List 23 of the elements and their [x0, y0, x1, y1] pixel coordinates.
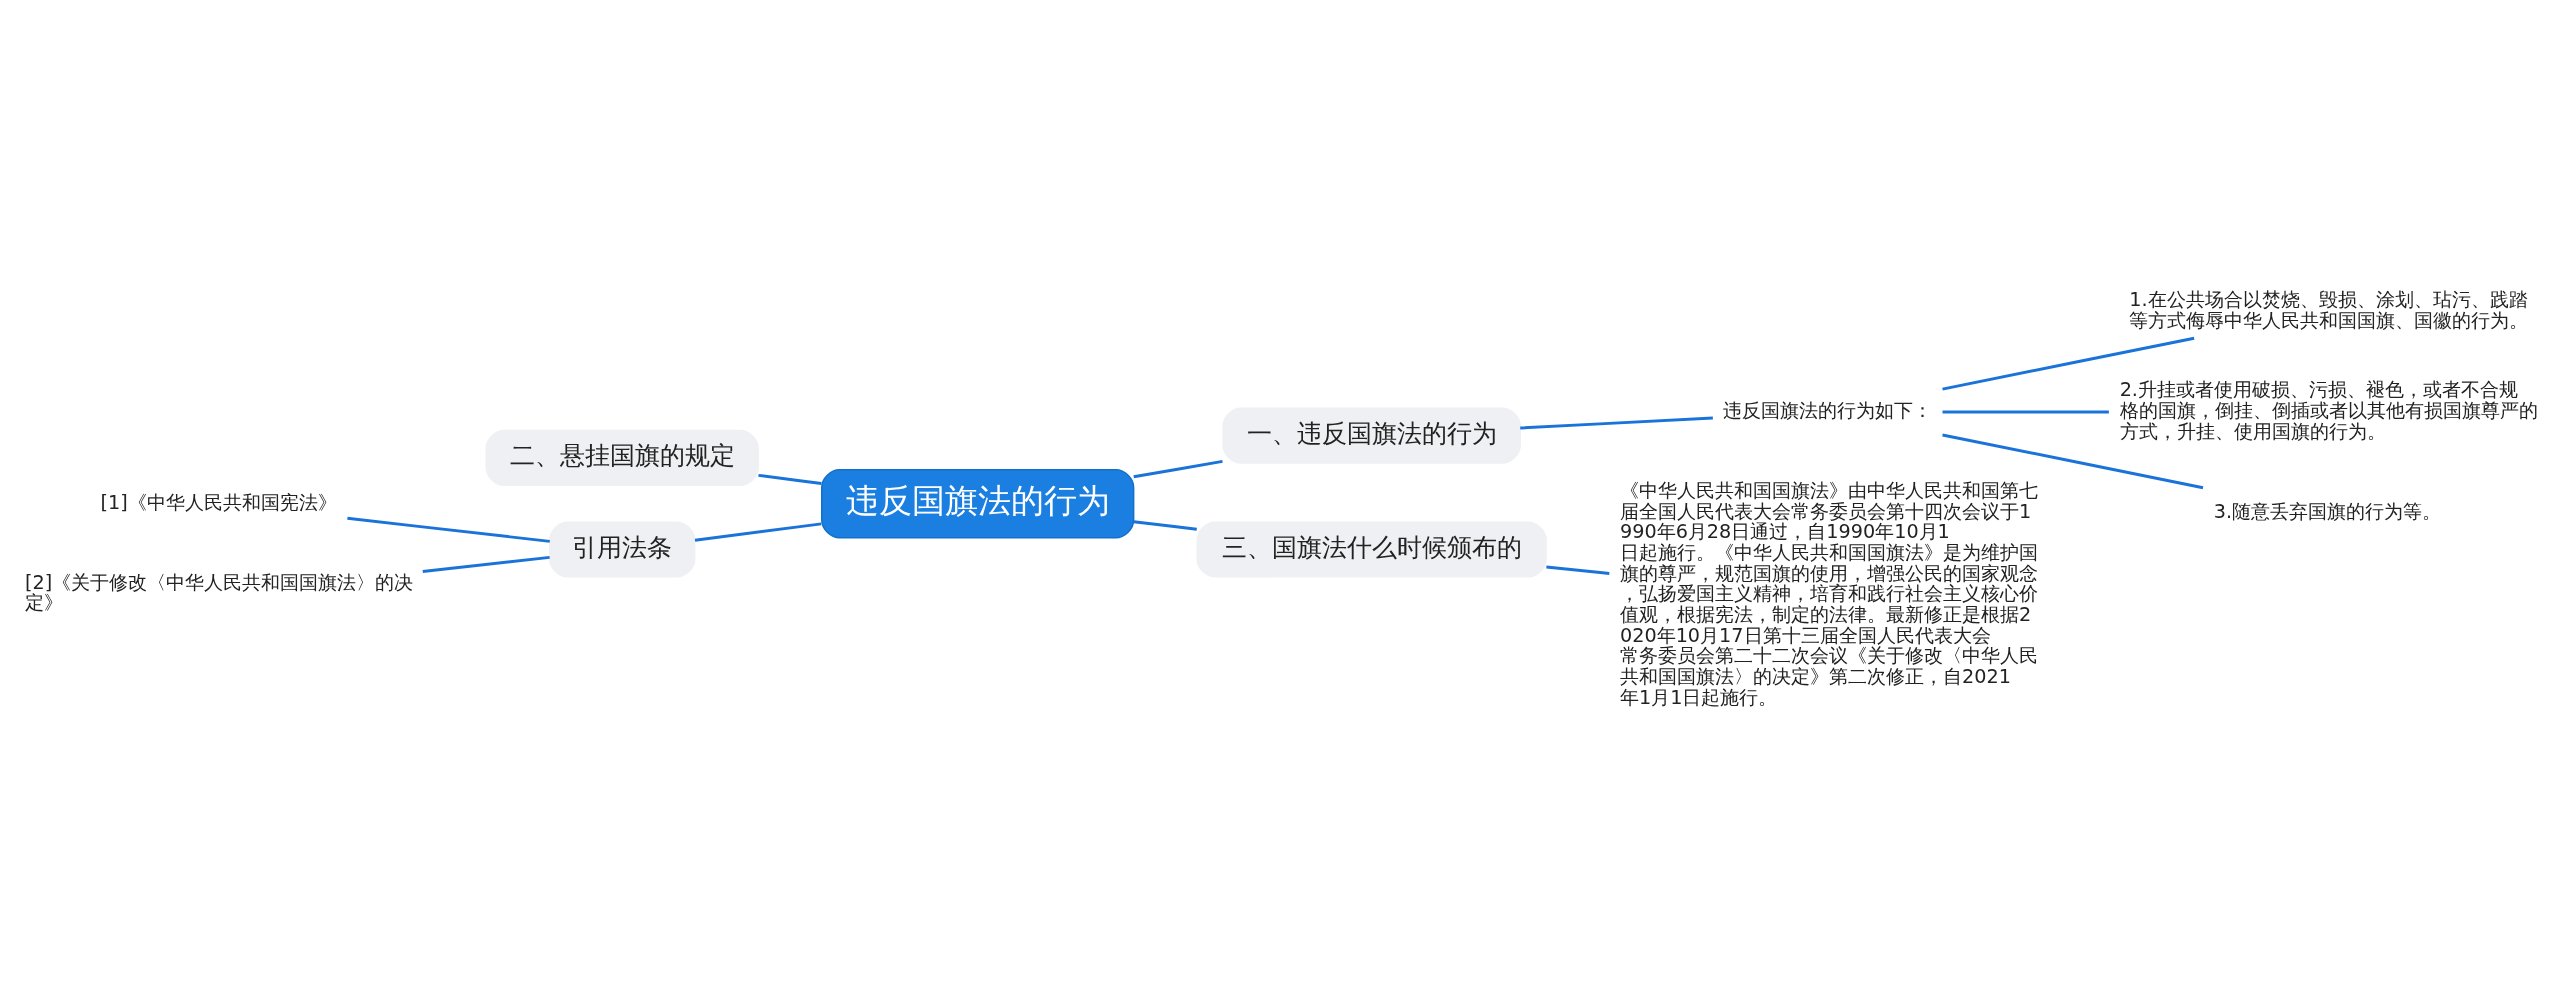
connector — [694, 522, 822, 542]
node-text: 1.在公共场合以焚烧、毁损、涂划、玷污、践踏等方式侮辱中华人民共和国国旗、国徽的行为。 — [2129, 288, 2529, 332]
node-text: 《中华人民共和国国旗法》由中华人民共和国第七届全国人民代表大会常务委员会第十四次会议于1990年6月28日通过，自1990年10月1日起施行。《中华人民共和国国旗法》是为维护国旗的尊严，规范国旗的使用，增强公民的国家观念，弘扬爱国主义精神，培育和践行社会主义核心价值观，根据宪法，制定的法律。最新修正是根据2020年10月17日第十三届全国人民代表大会常务委员会第二十二次会议《关于修改〈中华人民共和国国旗法〉的决定》第二次修正，自2021年1月1日起施行。 — [1620, 478, 2038, 709]
node-box: 引用法条 — [549, 521, 696, 578]
node-text: [1]《中华人民共和国宪法》 — [100, 490, 337, 514]
connector — [347, 516, 550, 543]
connector — [1520, 416, 1713, 430]
connector — [1942, 433, 2204, 490]
node-box: 一、违反国旗法的行为 — [1222, 407, 1521, 464]
connector — [422, 555, 550, 573]
node-box: 二、悬挂国旗的规定 — [485, 429, 759, 486]
connector — [1942, 336, 2195, 391]
node-text: [2]《关于修改〈中华人民共和国国旗法〉的决定》 — [24, 570, 414, 615]
node-text: 违反国旗法的行为如下： — [1723, 399, 1933, 423]
connector — [1133, 520, 1197, 531]
node-text: 3.随意丢弃国旗的行为等。 — [2213, 499, 2442, 523]
node-text: 2.升挂或者使用破损、污损、褪色，或者不合规格的国旗，倒挂、倒插或者以其他有损国旗尊严的方式，升挂、使用国旗的行为。 — [2119, 378, 2538, 443]
connector — [1942, 410, 2109, 414]
connector — [1546, 565, 1610, 575]
connector — [758, 473, 822, 486]
connector — [1133, 459, 1223, 479]
node-box: 三、国旗法什么时候颁布的 — [1196, 521, 1547, 578]
node-box: 违反国旗法的行为 — [821, 468, 1135, 539]
